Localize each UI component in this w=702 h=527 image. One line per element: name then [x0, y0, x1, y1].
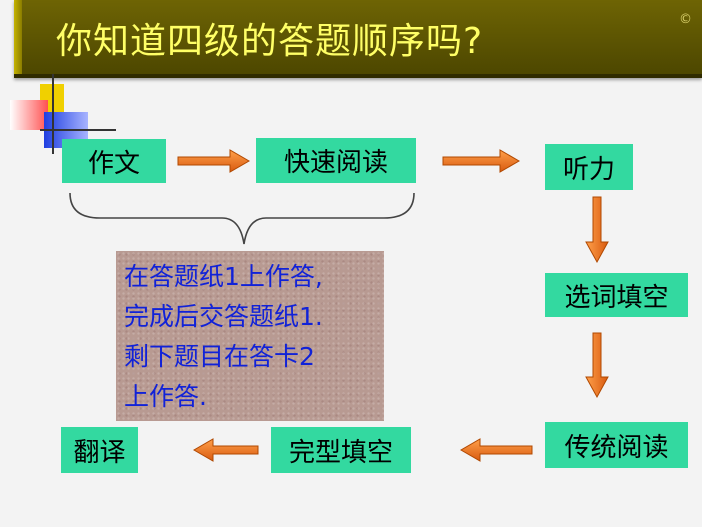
- title-bar: 你知道四级的答题顺序吗? ©: [14, 0, 702, 78]
- decor-horizontal-line: [40, 129, 116, 131]
- group-brace: [69, 192, 415, 245]
- arrow-zuowen-to-kuaisu: [177, 149, 250, 173]
- answer-sheet-note: 在答题纸1上作答, 完成后交答题纸1. 剩下题目在答卡2 上作答.: [116, 251, 384, 421]
- note-line-4: 上作答.: [124, 382, 207, 411]
- step-tingli: 听力: [545, 144, 633, 190]
- arrow-wanxing-to-fanyi: [193, 438, 259, 462]
- note-line-3: 剩下题目在答卡2: [124, 342, 315, 371]
- note-line-1: 在答题纸1上作答,: [124, 262, 323, 291]
- arrow-kuaisu-to-tingli: [442, 149, 520, 173]
- step-fanyi: 翻译: [61, 427, 138, 473]
- step-xuanci-tiankong: 选词填空: [545, 273, 688, 317]
- arrow-tingli-to-xuanci: [585, 196, 609, 264]
- decor-red-square: [10, 100, 48, 130]
- step-chuantong-yuedu: 传统阅读: [545, 422, 688, 468]
- title-bar-edge: [14, 0, 22, 74]
- note-line-2: 完成后交答题纸1.: [124, 302, 323, 331]
- decor-vertical-line: [52, 74, 54, 154]
- step-kuaisu-yuedu: 快速阅读: [256, 138, 416, 183]
- step-zuowen: 作文: [62, 139, 166, 183]
- slide-title: 你知道四级的答题顺序吗?: [56, 21, 484, 62]
- arrow-chuantong-to-wanxing: [460, 438, 533, 462]
- arrow-xuanci-to-chuantong: [585, 332, 609, 399]
- step-wanxing-tiankong: 完型填空: [271, 427, 411, 473]
- copyright-mark: ©: [679, 12, 692, 27]
